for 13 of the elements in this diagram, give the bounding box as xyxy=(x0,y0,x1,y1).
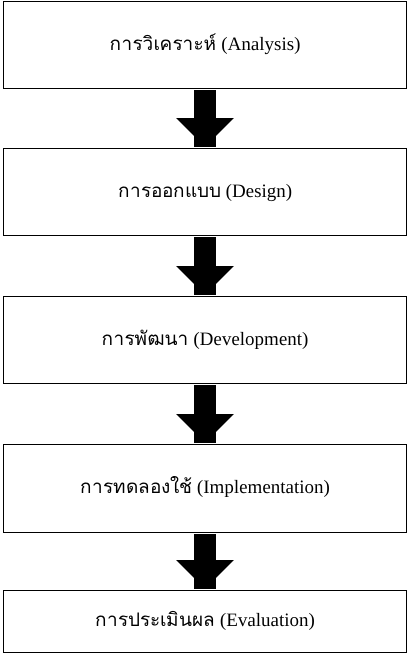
step-label: การวิเคราะห์ (Analysis) xyxy=(108,32,302,57)
step-label: การทดลองใช้ (Implementation) xyxy=(79,475,331,500)
process-box xyxy=(3,296,407,384)
step-label: การประเมินผล (Evaluation) xyxy=(94,609,316,634)
block-arrow xyxy=(176,90,234,147)
step-label: การออกแบบ (Design) xyxy=(116,180,294,204)
process-box xyxy=(3,444,407,533)
process-box xyxy=(3,148,407,236)
process-box xyxy=(3,590,407,653)
step-label: การพัฒนา (Development) xyxy=(100,328,310,352)
block-arrow xyxy=(176,385,234,443)
process-box xyxy=(3,1,407,89)
block-arrow xyxy=(176,237,234,295)
